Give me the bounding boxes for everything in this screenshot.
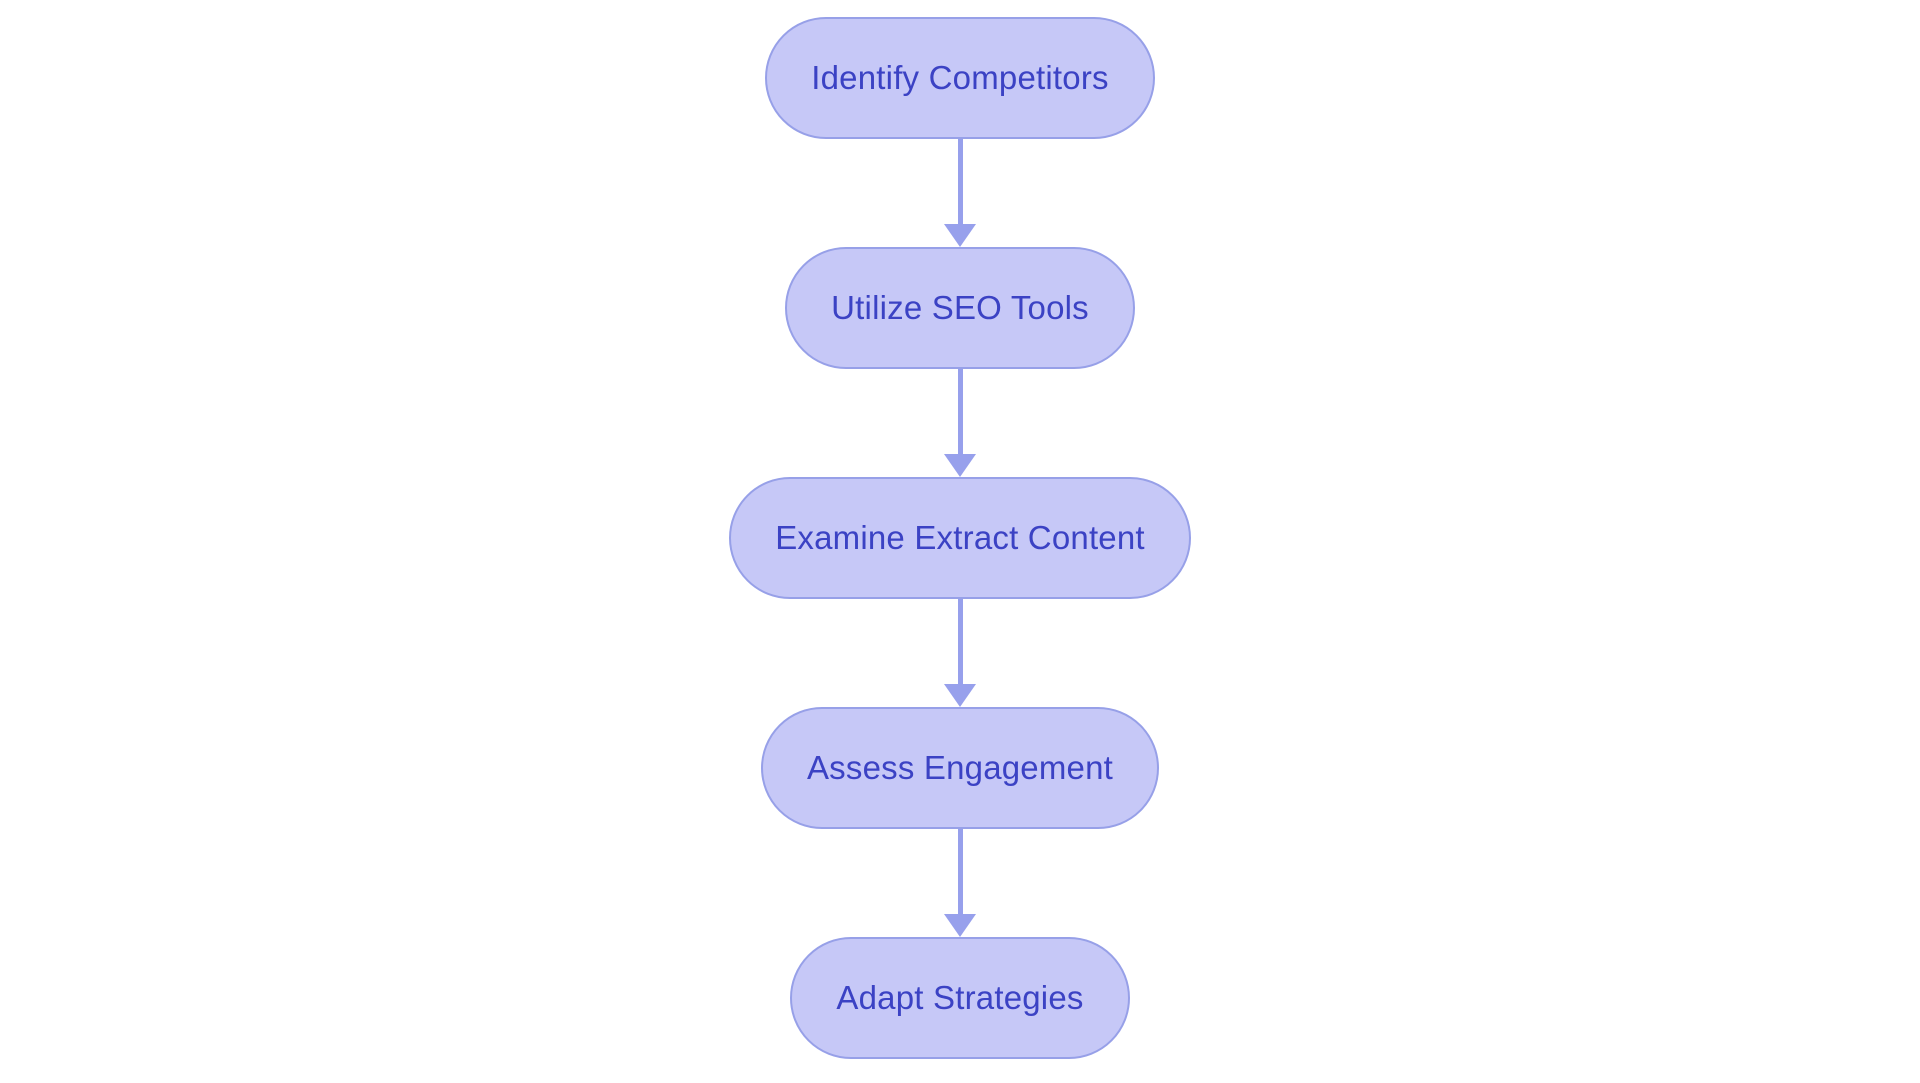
arrow-line: [957, 139, 963, 224]
node-label: Utilize SEO Tools: [831, 289, 1089, 326]
arrow-line: [957, 369, 963, 454]
arrowhead-down-icon: [944, 914, 976, 937]
arrowhead-down-icon: [944, 224, 976, 247]
node-label: Adapt Strategies: [836, 979, 1084, 1016]
arrow-connector-2: [944, 369, 976, 477]
arrowhead-down-icon: [944, 454, 976, 477]
arrowhead-down-icon: [944, 684, 976, 707]
flowchart-node-examine-extract-content: Examine Extract Content: [729, 477, 1191, 599]
node-label: Examine Extract Content: [775, 519, 1145, 556]
flowchart-node-adapt-strategies: Adapt Strategies: [790, 937, 1130, 1059]
flowchart-node-identify-competitors: Identify Competitors: [765, 17, 1155, 139]
arrow-connector-4: [944, 829, 976, 937]
arrow-connector-1: [944, 139, 976, 247]
flowchart-node-utilize-seo-tools: Utilize SEO Tools: [785, 247, 1135, 369]
node-label: Identify Competitors: [811, 59, 1109, 96]
flowchart-node-assess-engagement: Assess Engagement: [760, 707, 1160, 829]
node-label: Assess Engagement: [806, 749, 1114, 786]
arrow-line: [957, 829, 963, 914]
arrow-connector-3: [944, 599, 976, 707]
arrow-line: [957, 599, 963, 684]
